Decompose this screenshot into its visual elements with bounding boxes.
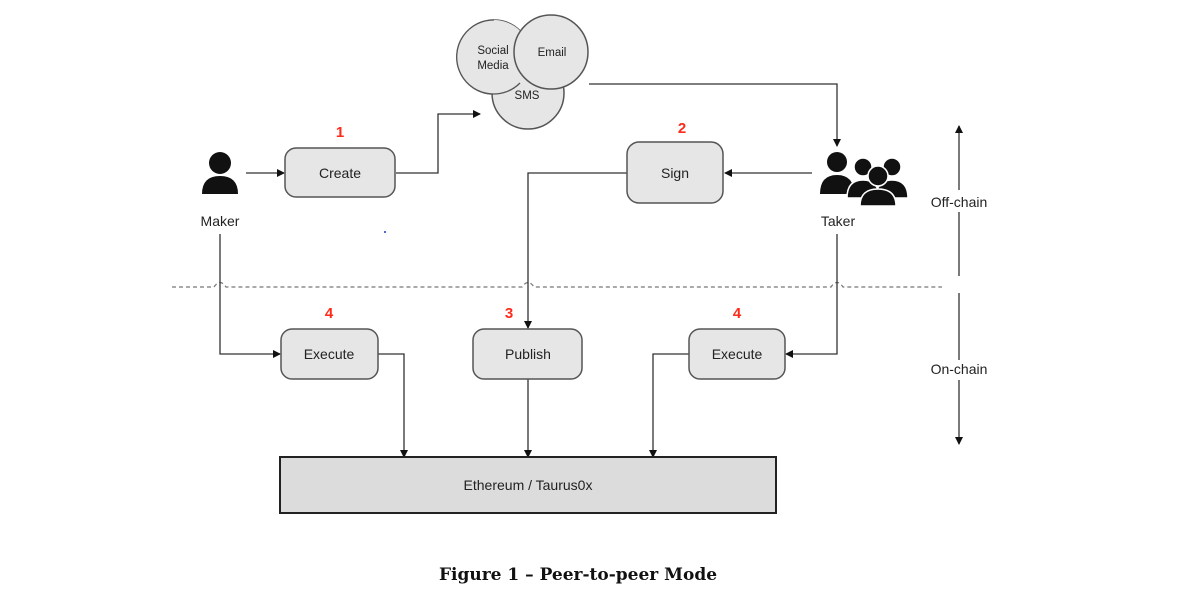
create-to-channels-arrow <box>396 110 481 174</box>
social-media-label-1: Social <box>477 45 508 57</box>
execute-maker-label: Execute <box>304 346 355 362</box>
sms-label: SMS <box>515 90 540 102</box>
chain-boundary-line <box>172 281 942 288</box>
social-media-circle-overlay <box>457 20 531 94</box>
off-chain-label: Off-chain <box>931 194 988 210</box>
channels-to-taker-arrow <box>589 83 841 147</box>
execute-taker-label: Execute <box>712 346 763 362</box>
taker-label: Taker <box>821 213 856 229</box>
blockchain-label: Ethereum / Taurus0x <box>464 477 593 493</box>
step-number-4-maker: 4 <box>325 305 334 322</box>
channels-cluster: Social Media Email SMS <box>456 14 589 130</box>
on-chain-label: On-chain <box>931 361 988 377</box>
social-media-label-2: Media <box>477 60 509 72</box>
step-number-1: 1 <box>336 124 344 141</box>
step-number-4-taker: 4 <box>733 305 742 322</box>
create-label: Create <box>319 165 361 181</box>
execute-maker-to-chain-arrow <box>378 353 408 458</box>
email-circle <box>513 14 589 90</box>
sign-step-box[interactable]: Sign <box>626 141 724 204</box>
taker-group-icon <box>820 152 909 207</box>
maker-to-execute-arrow <box>219 234 281 358</box>
social-media-outline <box>456 19 521 95</box>
publish-step-box[interactable]: Publish <box>472 328 583 380</box>
publish-label: Publish <box>505 346 551 362</box>
sign-to-publish-arrow <box>524 172 627 329</box>
taker-to-execute-arrow <box>785 234 838 358</box>
email-label: Email <box>538 47 567 59</box>
maker-label: Maker <box>201 213 240 229</box>
stray-dot <box>384 231 386 233</box>
execute-taker-step-box[interactable]: Execute <box>688 328 786 380</box>
create-step-box[interactable]: Create <box>284 147 396 198</box>
maker-icon <box>202 152 238 194</box>
execute-taker-to-chain-arrow <box>649 353 689 458</box>
sign-label: Sign <box>661 165 689 181</box>
blockchain-box[interactable]: Ethereum / Taurus0x <box>279 456 777 514</box>
step-number-2: 2 <box>678 120 686 137</box>
step-number-3: 3 <box>505 305 513 322</box>
execute-maker-step-box[interactable]: Execute <box>280 328 379 380</box>
figure-caption: Figure 1 – Peer-to-peer Mode <box>439 565 717 585</box>
